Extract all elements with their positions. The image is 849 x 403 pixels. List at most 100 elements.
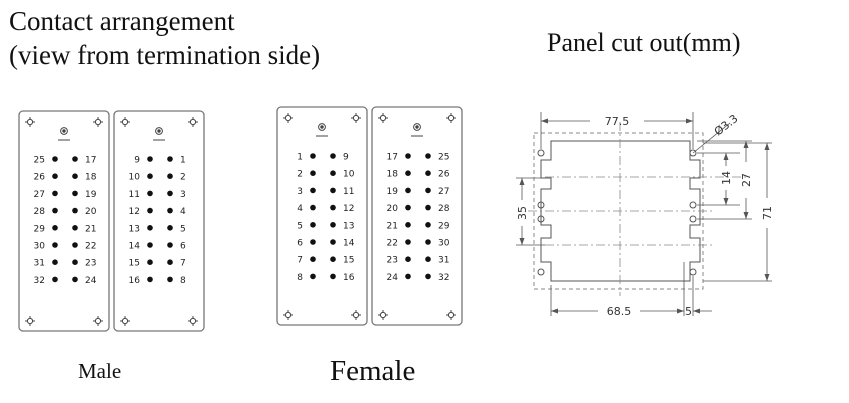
contact-pin <box>167 242 173 248</box>
contact-pin <box>405 256 411 263</box>
contact-pin <box>72 225 78 231</box>
mount-crosshair-icon <box>351 310 361 320</box>
contact-pin <box>147 225 153 231</box>
female-label: Female <box>330 355 416 387</box>
contact-pin <box>52 190 58 197</box>
pin-number: 21 <box>85 224 96 234</box>
contact-pin <box>330 204 336 211</box>
pin-number: 7 <box>297 256 303 266</box>
pin-number: 32 <box>34 276 45 286</box>
pin-number: 31 <box>34 259 45 269</box>
mount-crosshair-icon <box>378 113 388 123</box>
pin-number: 2 <box>180 173 186 183</box>
pin-number: 22 <box>387 239 398 249</box>
pin-number: 13 <box>343 221 354 231</box>
contact-pin <box>72 156 78 162</box>
pin-number: 20 <box>85 207 97 217</box>
insert-frame <box>276 106 368 326</box>
pin-number: 23 <box>387 256 398 266</box>
contact-pin <box>310 187 316 194</box>
pin-number: 5 <box>297 221 303 231</box>
dim-77-5: 77.5 <box>605 115 630 128</box>
pin-number: 15 <box>129 259 140 269</box>
mount-crosshair-icon <box>378 310 388 320</box>
dim-71: 71 <box>761 206 774 220</box>
arrow-71-top <box>764 143 770 150</box>
contact-pin <box>425 153 431 159</box>
pin-number: 11 <box>343 187 354 197</box>
mount-crosshair-icon <box>283 310 293 320</box>
contact-pin <box>425 222 431 228</box>
contact-pin <box>425 256 431 263</box>
contact-pin <box>52 225 58 231</box>
hole-right-mid2 <box>689 215 697 223</box>
pin-number: 32 <box>438 273 449 283</box>
pin-number: 23 <box>85 259 96 269</box>
pin-number: 8 <box>297 273 303 283</box>
contact-pin <box>310 273 316 280</box>
hole-right-bottom <box>689 268 697 276</box>
mount-crosshair-icon <box>446 310 456 320</box>
contact-pin <box>330 239 336 245</box>
male-label: Male <box>78 359 122 383</box>
contact-pin <box>52 242 58 248</box>
mount-crosshair-icon <box>120 316 130 326</box>
pin-number: 16 <box>129 276 141 286</box>
mount-crosshair-icon <box>93 117 103 127</box>
pin-number: 17 <box>387 153 398 163</box>
contact-pin <box>405 273 411 280</box>
arrow-77-left <box>541 118 548 124</box>
insert-frame <box>113 110 205 332</box>
contact-pin <box>330 222 336 228</box>
ground-contact-icon <box>411 123 423 137</box>
pin-number: 12 <box>129 207 140 217</box>
contact-pin <box>147 156 153 162</box>
contact-pin <box>405 170 411 176</box>
arrow-35-bottom <box>519 238 525 245</box>
pin-number: 3 <box>180 190 186 200</box>
mount-crosshair-icon <box>283 113 293 123</box>
pin-number: 10 <box>343 170 355 180</box>
contact-pin <box>405 153 411 159</box>
arrow-68-right <box>677 308 684 314</box>
pin-number: 26 <box>34 173 46 183</box>
contact-pin <box>330 153 336 159</box>
contact-pin <box>330 187 336 194</box>
contact-pin <box>405 204 411 211</box>
arrow-14-bottom <box>723 198 729 205</box>
pin-number: 10 <box>129 173 141 183</box>
pin-number: 1 <box>297 153 303 163</box>
pin-number: 27 <box>438 187 449 197</box>
contact-pin <box>167 225 173 231</box>
arrow-14-top <box>723 153 729 160</box>
contact-pin <box>72 259 78 266</box>
pin-number: 15 <box>343 256 354 266</box>
contact-pin <box>425 187 431 194</box>
pin-number: 19 <box>387 187 399 197</box>
dim-14: 14 <box>720 171 733 185</box>
pin-number: 19 <box>85 190 97 200</box>
pin-number: 29 <box>438 221 450 231</box>
pin-number: 3 <box>297 187 303 197</box>
arrow-5-right <box>693 308 700 314</box>
mount-crosshair-icon <box>25 316 35 326</box>
contact-pin <box>310 204 316 211</box>
arrow-68-left <box>551 308 558 314</box>
contact-pin <box>330 170 336 176</box>
pin-number: 18 <box>387 170 399 180</box>
contact-pin <box>167 259 173 266</box>
contact-pin <box>72 276 78 283</box>
hole-left-mid2 <box>537 215 545 223</box>
contact-pin <box>147 190 153 197</box>
contact-pin <box>72 190 78 197</box>
contact-pin <box>167 276 173 283</box>
pin-number: 14 <box>343 239 355 249</box>
contact-pin <box>147 259 153 266</box>
contact-pin <box>330 256 336 263</box>
hole-right-mid1 <box>689 201 697 209</box>
pin-number: 6 <box>297 239 303 249</box>
hole-right-top <box>689 149 697 157</box>
